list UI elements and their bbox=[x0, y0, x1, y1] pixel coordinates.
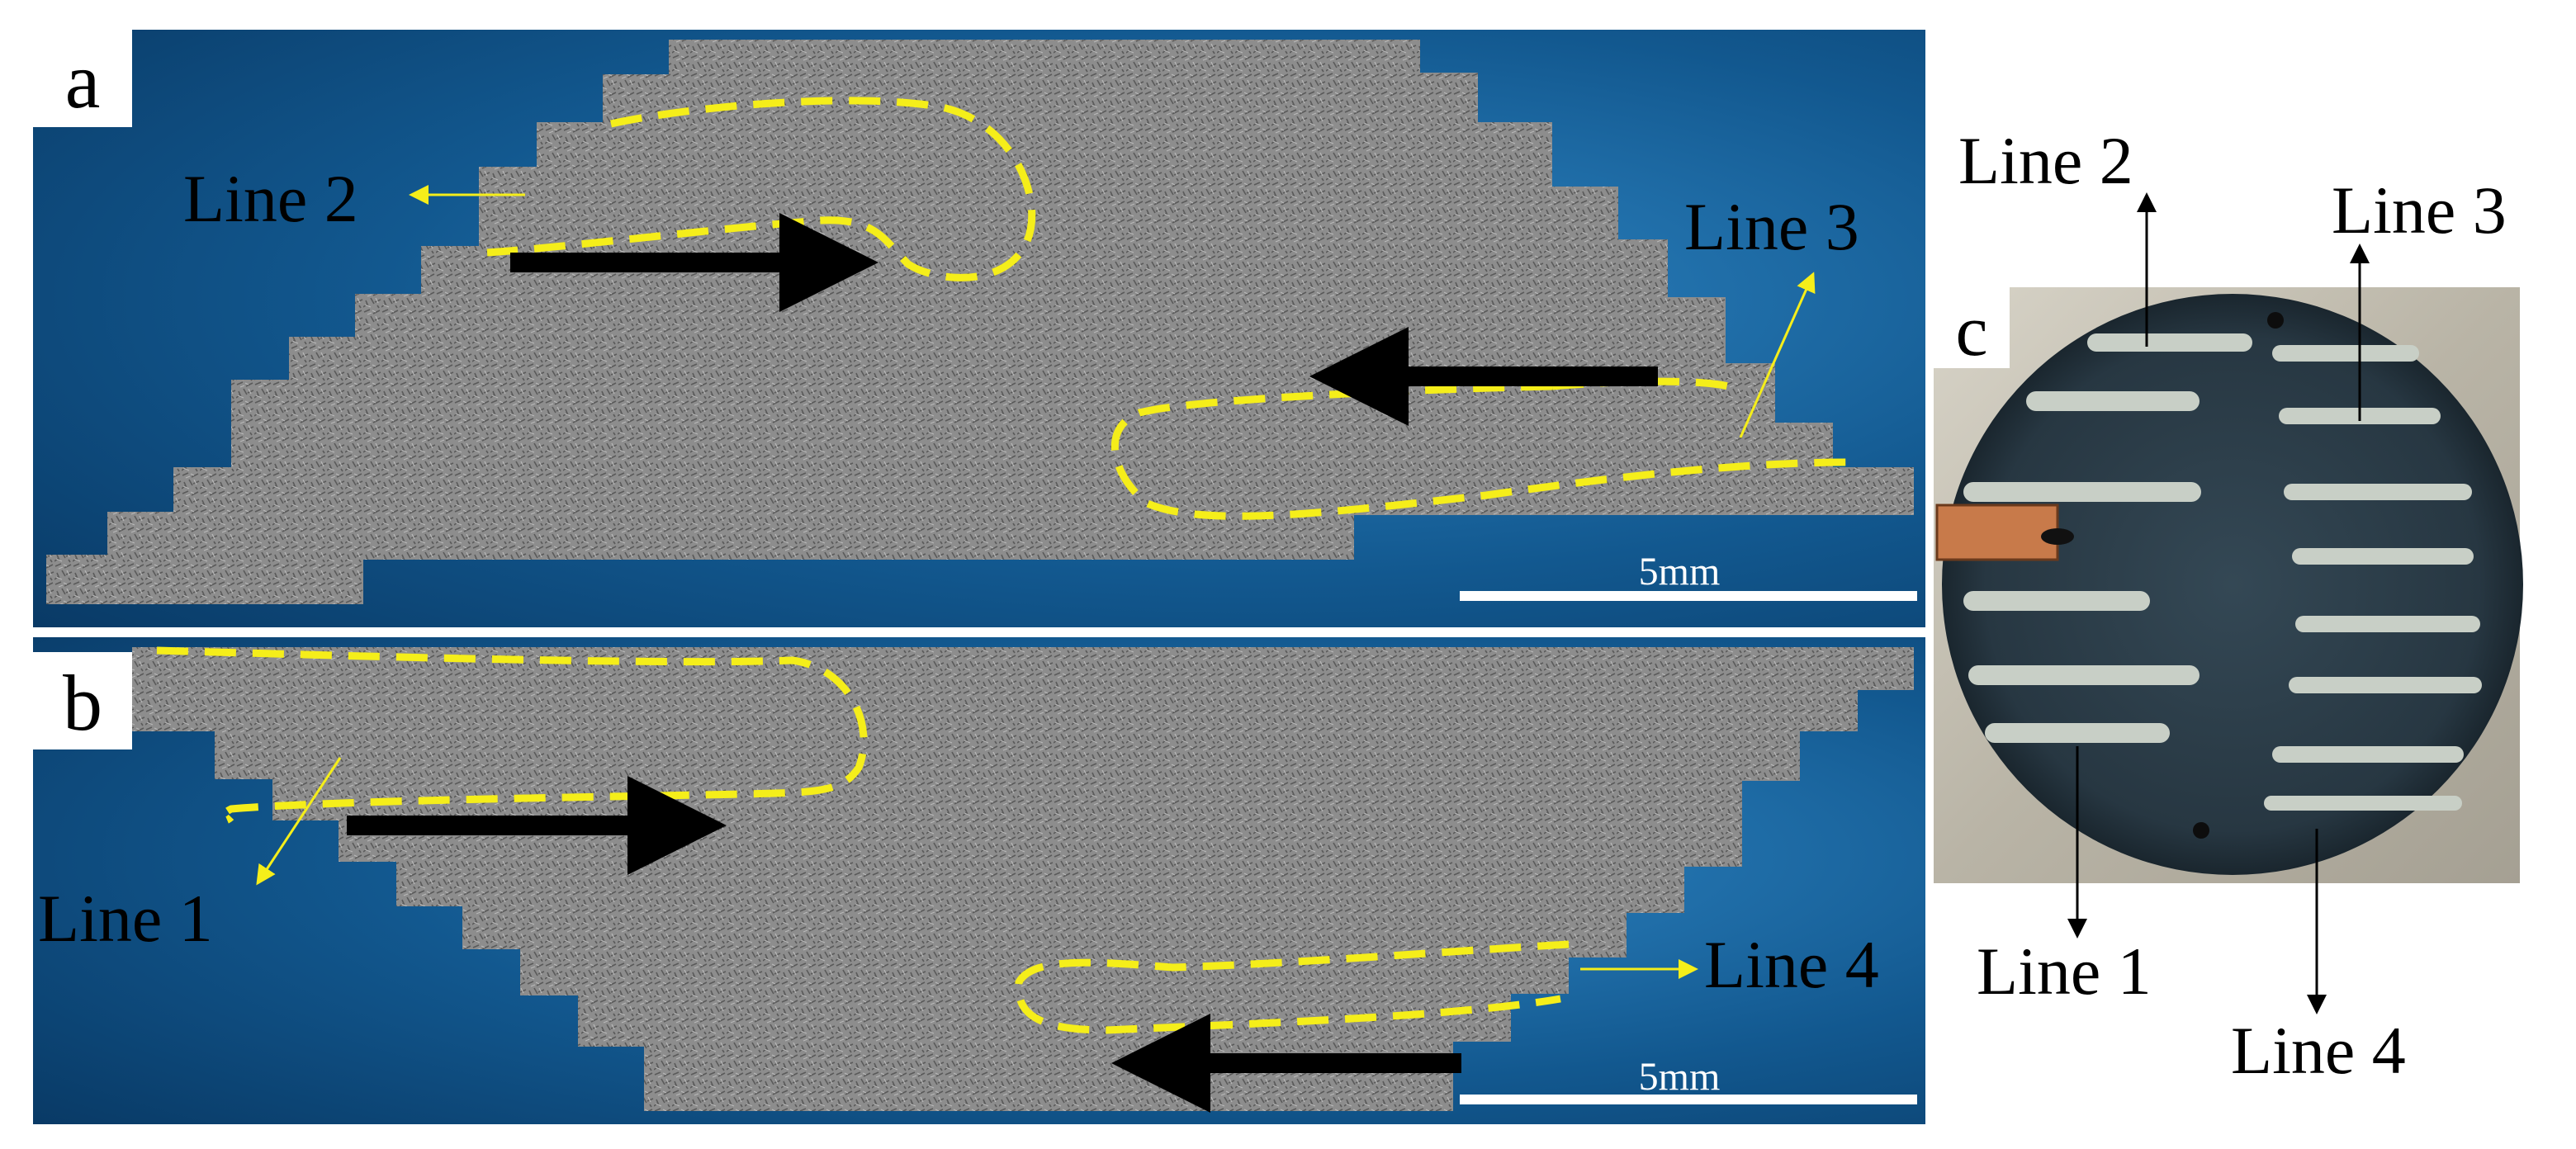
panel-b-cross-section bbox=[132, 647, 1914, 1111]
panel-a-scale-bar bbox=[1460, 591, 1917, 601]
line2-label-c: Line 2 bbox=[1958, 123, 2133, 198]
panel-c-letter-box bbox=[1934, 287, 2010, 368]
panel-b-scale-label: 5mm bbox=[1639, 1055, 1721, 1099]
line1-label-b: Line 1 bbox=[38, 881, 213, 956]
line3-pointer-arrow bbox=[1739, 272, 1816, 438]
panel-c: c Line 2 Line 3 Line 1 Line 4 bbox=[1934, 123, 2523, 1088]
panel-b-scale-bar bbox=[1460, 1095, 1917, 1104]
panel-b: b Line 1 Line 4 5mm bbox=[33, 637, 1925, 1124]
panel-c-letter: c bbox=[1955, 291, 1987, 371]
panel-a-cross-section bbox=[46, 40, 1914, 604]
line3-track-outline bbox=[1111, 377, 1850, 520]
line3-label-c: Line 3 bbox=[2332, 173, 2507, 248]
deposited-tracks-left bbox=[1963, 333, 2252, 743]
panel-a-scale-label: 5mm bbox=[1639, 550, 1721, 593]
line4-label-c: Line 4 bbox=[2231, 1013, 2406, 1088]
electrode-clip bbox=[1935, 504, 2059, 561]
line2-label-a: Line 2 bbox=[183, 161, 358, 236]
line4-label-b: Line 4 bbox=[1704, 927, 1879, 1002]
line3-label-a: Line 3 bbox=[1684, 189, 1859, 264]
panel-b-letter: b bbox=[63, 659, 102, 747]
panel-a-letter-box bbox=[33, 30, 132, 127]
line1-track-outline bbox=[156, 646, 868, 825]
line4-track-outline bbox=[1015, 940, 1570, 1034]
line1-label-c: Line 1 bbox=[1977, 934, 2152, 1009]
deposited-tracks-right bbox=[2264, 345, 2482, 811]
panel-a: a Line 2 Line 3 5mm bbox=[33, 30, 1925, 627]
electrode-contact bbox=[2041, 528, 2074, 545]
panel-a-letter: a bbox=[65, 36, 101, 125]
line1-pointer-arrow bbox=[256, 757, 342, 886]
specimen-disc bbox=[1942, 294, 2523, 875]
panel-b-letter-box bbox=[33, 652, 132, 749]
disc-marks bbox=[2193, 312, 2284, 839]
